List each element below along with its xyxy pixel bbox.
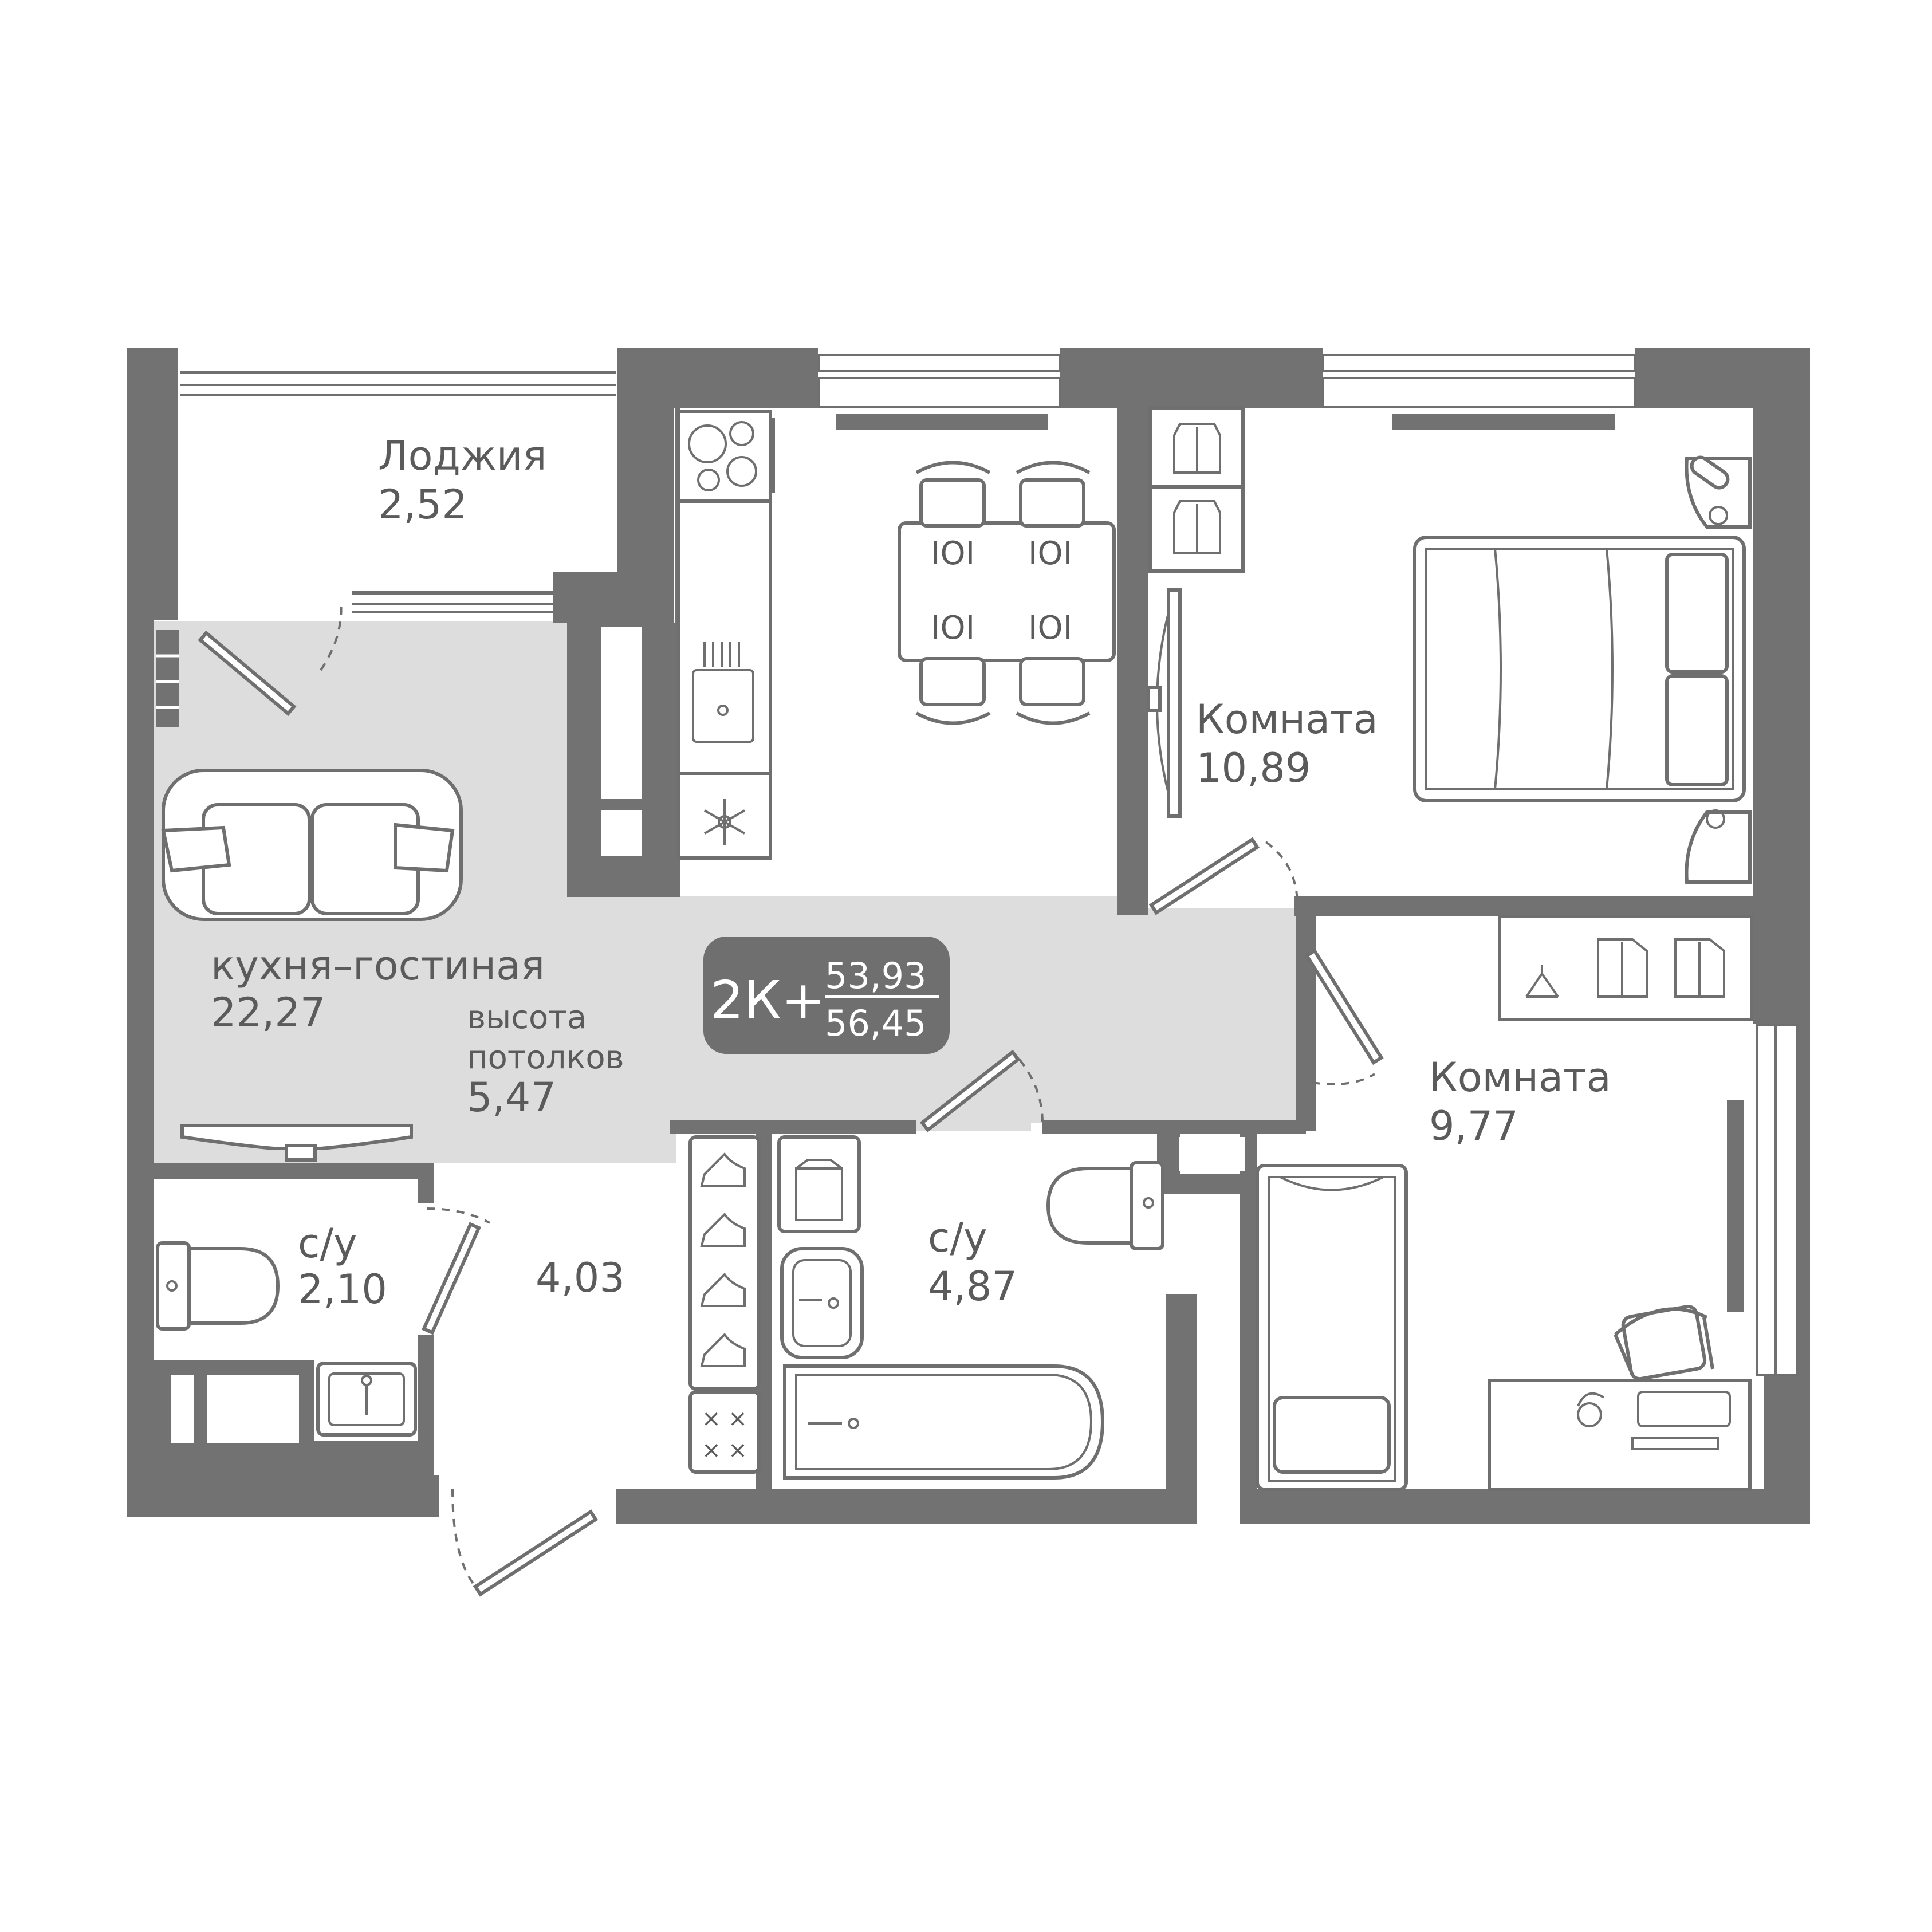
bath-small-area: 2,10 bbox=[298, 1266, 387, 1313]
doors bbox=[198, 601, 1384, 1597]
ceiling-label-1: высота bbox=[467, 999, 587, 1036]
room1-area: 10,89 bbox=[1196, 745, 1311, 792]
shoe-cabinet: × × × × bbox=[688, 1135, 761, 1474]
svg-text:IOI: IOI bbox=[1028, 535, 1072, 572]
room2-area: 9,77 bbox=[1429, 1103, 1518, 1150]
wardrobe-room1 bbox=[1148, 406, 1245, 573]
living-area: 53,93 bbox=[825, 955, 927, 997]
tv-stand bbox=[180, 1124, 413, 1162]
bath-large-name: с/у bbox=[928, 1214, 987, 1261]
wardrobe-room2 bbox=[1498, 915, 1753, 1021]
bathtub bbox=[783, 1364, 1105, 1480]
kitchen-counter bbox=[677, 410, 775, 860]
toilet-small bbox=[156, 1241, 280, 1331]
dining-table: IOI IOI IOI IOI bbox=[898, 461, 1116, 725]
svg-text:× ×: × × bbox=[702, 1437, 747, 1463]
windows bbox=[180, 354, 1799, 1376]
room1-name: Комната bbox=[1196, 696, 1378, 743]
svg-text:IOI: IOI bbox=[931, 609, 975, 647]
svg-text:× ×: × × bbox=[702, 1406, 747, 1432]
loggia-name: Лоджия bbox=[378, 432, 547, 479]
total-area: 56,45 bbox=[825, 1002, 927, 1044]
kitchen-living-name: кухня–гостиная bbox=[211, 942, 545, 989]
single-bed bbox=[1256, 1164, 1408, 1491]
sink-large bbox=[780, 1247, 864, 1359]
hall-area: 4,03 bbox=[536, 1254, 625, 1301]
toilet-large bbox=[1046, 1161, 1164, 1250]
ceiling-label-2: потолков bbox=[467, 1039, 624, 1076]
washing-machine bbox=[777, 1135, 861, 1233]
svg-text:IOI: IOI bbox=[931, 535, 975, 572]
mirror bbox=[1147, 588, 1182, 818]
bath-small-name: с/у bbox=[298, 1220, 357, 1267]
bed bbox=[1413, 455, 1752, 884]
loggia-area: 2,52 bbox=[378, 481, 467, 528]
kitchen-living-area: 22,27 bbox=[211, 989, 325, 1036]
snowflake-icon bbox=[704, 799, 745, 845]
desk bbox=[1488, 1305, 1752, 1491]
area-badge: 2К+ 53,93 56,45 bbox=[703, 937, 950, 1054]
sofa bbox=[161, 769, 463, 921]
room2-name: Комната bbox=[1429, 1054, 1611, 1101]
sink-small bbox=[316, 1362, 417, 1437]
svg-text:IOI: IOI bbox=[1028, 609, 1072, 647]
room-labels: Лоджия 2,52 кухня–гостиная 22,27 высота … bbox=[211, 432, 1611, 1313]
apartment-type: 2К+ bbox=[710, 970, 825, 1031]
bath-large-area: 4,87 bbox=[928, 1263, 1017, 1310]
ceiling-height: 5,47 bbox=[467, 1074, 556, 1121]
kitchen-living-shade bbox=[154, 621, 1300, 1163]
radiators bbox=[156, 414, 1744, 1312]
